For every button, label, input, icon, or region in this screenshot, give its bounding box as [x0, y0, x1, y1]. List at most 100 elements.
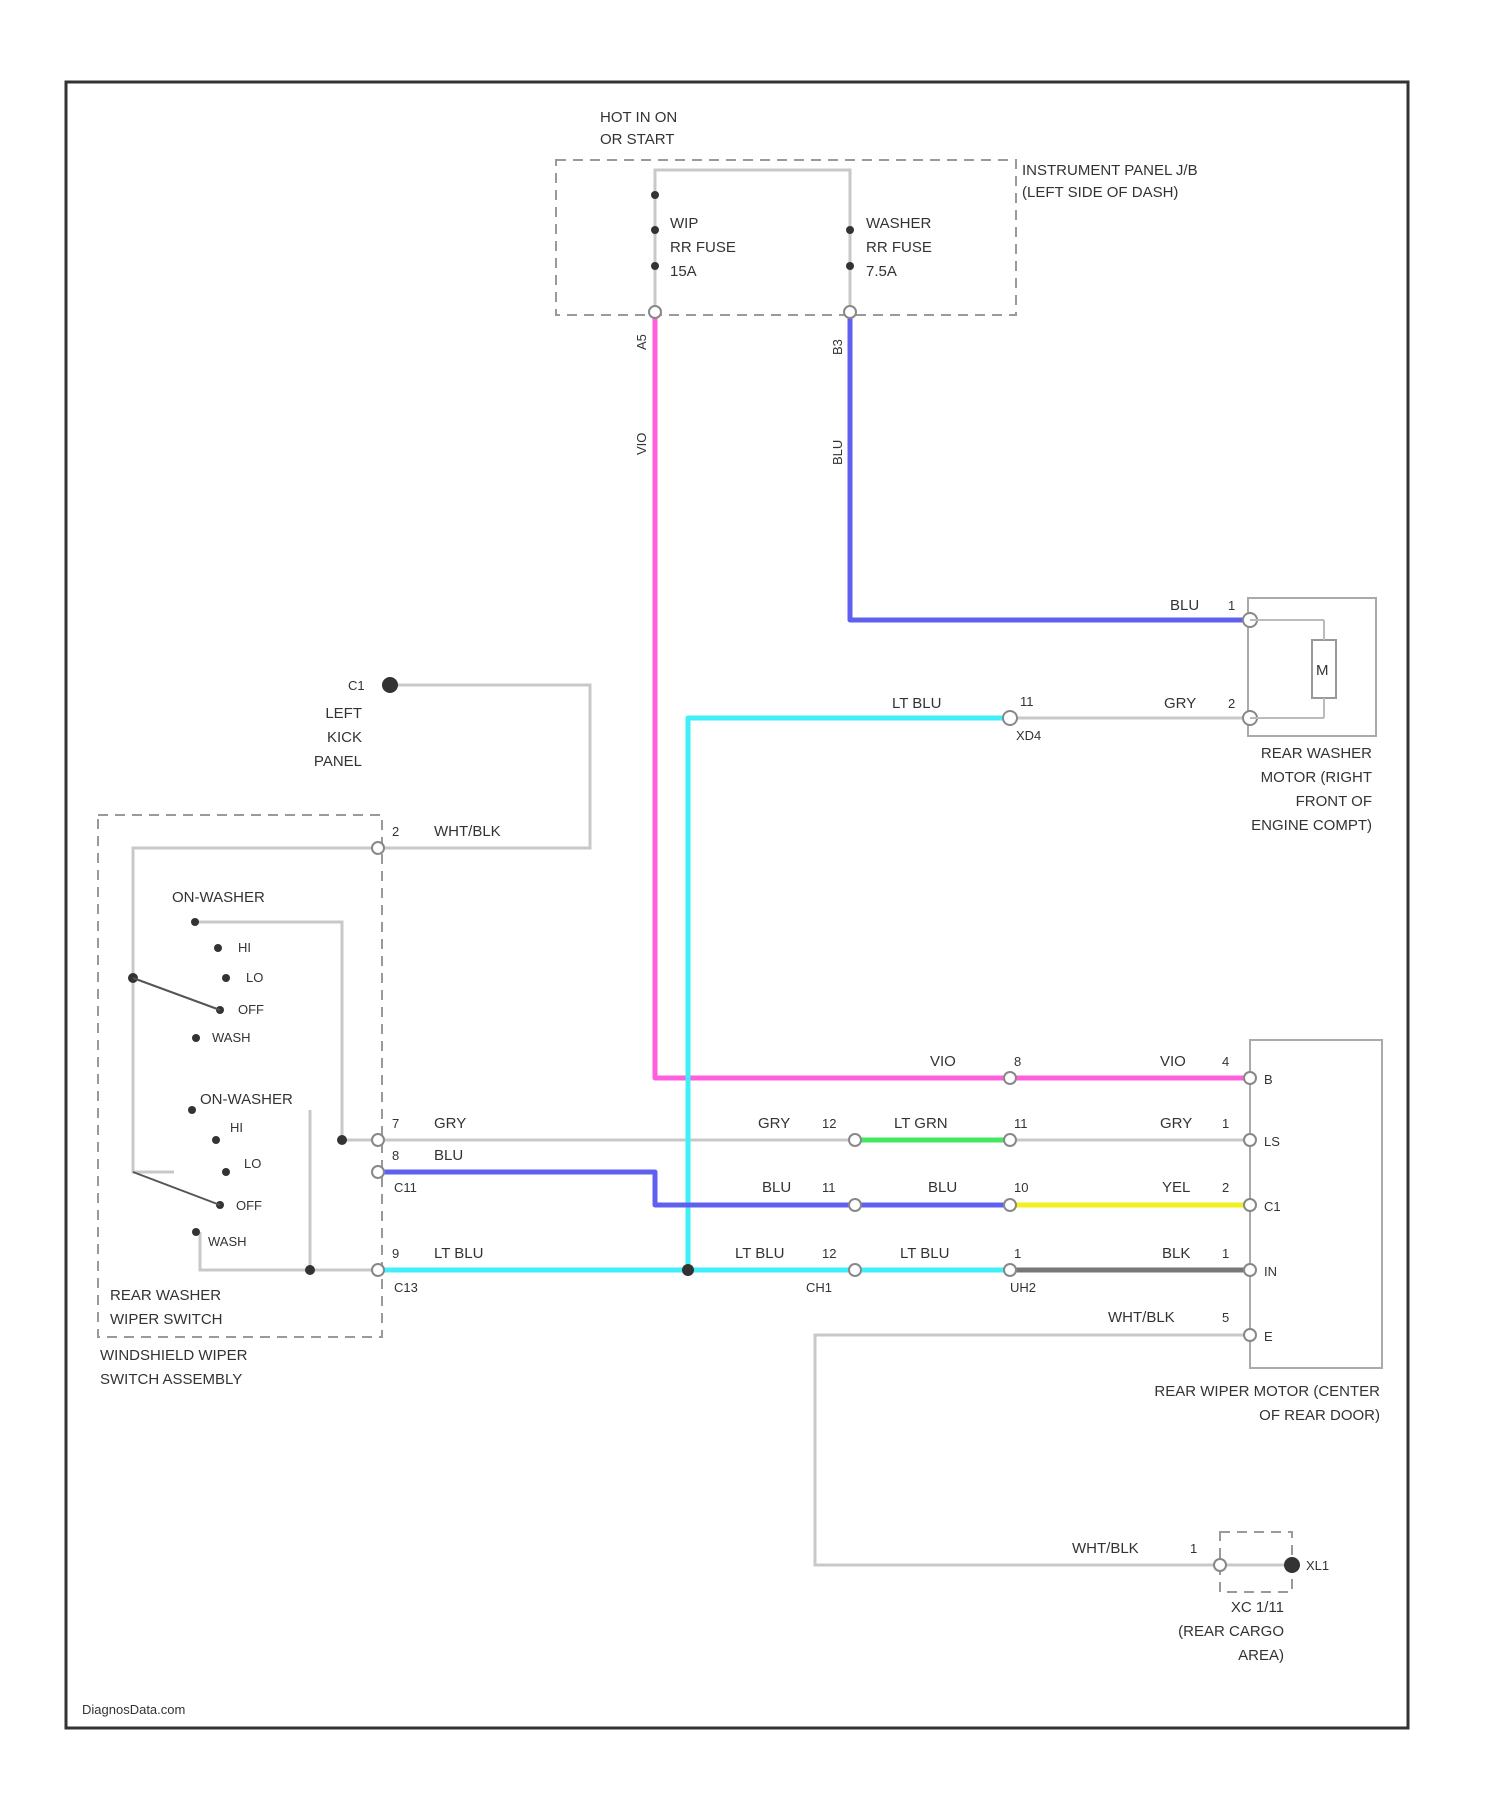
motor-symbol-label: M — [1316, 662, 1329, 679]
wire-label: VIO — [1160, 1053, 1186, 1070]
connector-pin — [1244, 1329, 1256, 1341]
switch-contact — [191, 918, 199, 926]
switch-assembly-label-1: WINDSHIELD WIPER — [100, 1347, 248, 1364]
ground-label-2: KICK — [327, 729, 362, 746]
switch-label-1: REAR WASHER — [110, 1287, 221, 1304]
connector-pin — [844, 306, 856, 318]
wire-label: BLU — [928, 1179, 957, 1196]
pin-label: 12 — [822, 1116, 836, 1131]
junction-dot — [682, 1264, 694, 1276]
wire-label: WHT/BLK — [434, 823, 501, 840]
switch-assembly-label-2: SWITCH ASSEMBLY — [100, 1371, 242, 1388]
connector-pin — [649, 306, 661, 318]
wire-label: GRY — [758, 1115, 790, 1132]
connector-pin — [1004, 1072, 1016, 1084]
fuse-washer-label-3: 7.5A — [866, 263, 897, 280]
switch-contact — [188, 1106, 196, 1114]
wire-label: GRY — [434, 1115, 466, 1132]
connector-pin — [849, 1134, 861, 1146]
wire-label: BLK — [1162, 1245, 1190, 1262]
fuse-washer-label-1: WASHER — [866, 215, 931, 232]
pin-label: 2 — [392, 824, 399, 839]
pin-label: 1 — [1190, 1541, 1197, 1556]
wire-vio — [655, 315, 1250, 1078]
pin-label: 4 — [1222, 1054, 1229, 1069]
fuse-washer-label-2: RR FUSE — [866, 239, 932, 256]
wire-blu-washer — [850, 315, 1250, 620]
fuse-wip-label-1: WIP — [670, 215, 698, 232]
pin-label: 2 — [1228, 696, 1235, 711]
wire-label: GRY — [1160, 1115, 1192, 1132]
pin-label: 11 — [822, 1180, 836, 1195]
switch-contact — [222, 1168, 230, 1176]
wire-label: LT GRN — [894, 1115, 948, 1132]
junction-box-outline — [556, 160, 1016, 315]
switch-front-arm — [133, 978, 220, 1010]
switch-contact — [214, 944, 222, 952]
junction-dot — [651, 226, 659, 234]
connector-pin — [1244, 1134, 1256, 1146]
ground-label-1: LEFT — [325, 705, 362, 722]
connector-pin — [372, 1264, 384, 1276]
junction-box-label-2: (LEFT SIDE OF DASH) — [1022, 184, 1178, 201]
terminal-label: C1 — [1264, 1199, 1281, 1214]
connector-pin — [1214, 1559, 1226, 1571]
connector-pin — [372, 842, 384, 854]
switch-rear-arm — [133, 1172, 220, 1205]
switch-contact — [192, 1228, 200, 1236]
switch-front-group: ON-WASHER — [172, 889, 265, 906]
watermark: DiagnosData.com — [82, 1702, 185, 1717]
pin-label: 1 — [1014, 1246, 1021, 1261]
pin-label: A5 — [634, 334, 649, 350]
terminal-label: IN — [1264, 1264, 1277, 1279]
connector-pin — [849, 1264, 861, 1276]
pin-label: 1 — [1222, 1246, 1229, 1261]
pin-label: 5 — [1222, 1310, 1229, 1325]
pin-label: 11 — [1014, 1116, 1028, 1131]
wire-blu-switch — [378, 1172, 1010, 1205]
switch-rear-group: ON-WASHER — [200, 1091, 293, 1108]
pin-label: 12 — [822, 1246, 836, 1261]
wire-lt-blu-washer — [688, 718, 1010, 1270]
pin-label: 9 — [392, 1246, 399, 1261]
ground-id: C1 — [348, 678, 365, 693]
wire-label: BLU — [1170, 597, 1199, 614]
wire-label: LT BLU — [434, 1245, 483, 1262]
washer-motor-label-2: MOTOR (RIGHT — [1261, 769, 1372, 786]
pin-label: 11 — [1020, 694, 1034, 709]
wire-label: BLU — [434, 1147, 463, 1164]
rear-wiper-motor-label-2: OF REAR DOOR) — [1259, 1407, 1380, 1424]
wire-label: GRY — [1164, 695, 1196, 712]
junction-dot — [846, 262, 854, 270]
ground-rear-label-2: (REAR CARGO — [1178, 1623, 1284, 1640]
switch-contact — [212, 1136, 220, 1144]
connector-pin — [372, 1166, 384, 1178]
wire-label: LT BLU — [892, 695, 941, 712]
switch-pos-wash: WASH — [212, 1030, 251, 1045]
switch-label-2: WIPER SWITCH — [110, 1311, 223, 1328]
pin-label: 1 — [1222, 1116, 1229, 1131]
connector-name: C11 — [394, 1180, 417, 1195]
junction-dot — [305, 1265, 315, 1275]
rear-wiper-motor-label-1: REAR WIPER MOTOR (CENTER — [1154, 1383, 1380, 1400]
pin-label: 7 — [392, 1116, 399, 1131]
wire-label: WHT/BLK — [1072, 1540, 1139, 1557]
switch-pos-wash: WASH — [208, 1234, 247, 1249]
connector-pin — [1004, 1264, 1016, 1276]
ground-rear-outline — [1220, 1532, 1292, 1592]
connector-pin — [1244, 1072, 1256, 1084]
switch-pos-hi: HI — [230, 1120, 243, 1135]
pin-label: 1 — [1228, 598, 1235, 613]
power-label-2: OR START — [600, 131, 674, 148]
washer-motor-label-4: ENGINE COMPT) — [1251, 817, 1372, 834]
washer-motor-label-3: FRONT OF — [1296, 793, 1372, 810]
wire-label: BLU — [830, 440, 845, 465]
ground-symbol-left — [382, 677, 398, 693]
connector-pin — [849, 1199, 861, 1211]
wire-label: BLU — [762, 1179, 791, 1196]
pin-label: B3 — [830, 339, 845, 355]
switch-pos-hi: HI — [238, 940, 251, 955]
fuse-wip-label-2: RR FUSE — [670, 239, 736, 256]
ground-id: XL1 — [1306, 1558, 1329, 1573]
